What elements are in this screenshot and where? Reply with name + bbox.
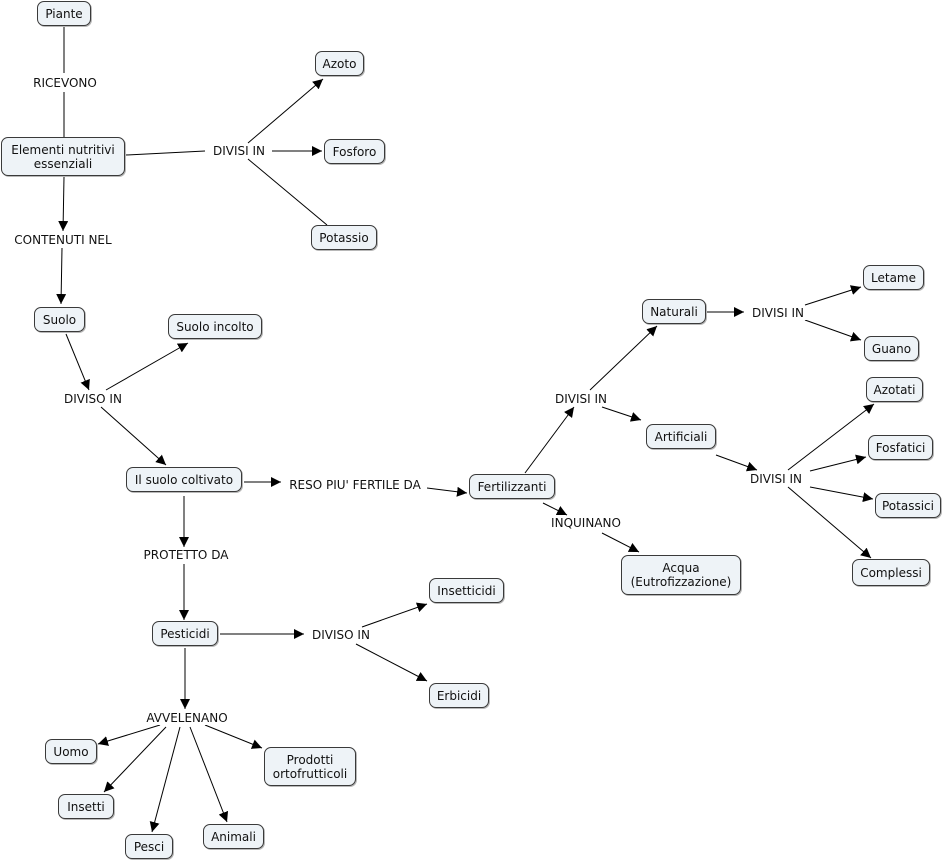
link-avvelenano-pesci xyxy=(149,726,181,833)
concept-acqua[interactable]: Acqua (Eutrofizzazione) xyxy=(621,555,741,595)
link-fertilizzanti-divisi xyxy=(524,406,575,474)
phrase-reso-piu-fertile-da: RESO PIU' FERTILE DA xyxy=(283,478,427,492)
link-divisi-complessi xyxy=(787,486,872,559)
phrase-contenuti-nel: CONTENUTI NEL xyxy=(9,233,117,247)
concept-elementi-nutritivi[interactable]: Elementi nutritivi essenziali xyxy=(1,137,125,176)
link-elementi-divisi xyxy=(125,150,206,156)
link-reso-fertilizzanti xyxy=(426,486,468,497)
link-divisi-artificiali xyxy=(601,406,642,422)
concept-naturali[interactable]: Naturali xyxy=(642,299,706,324)
link-diviso-erbicidi xyxy=(355,643,428,682)
concept-fertilizzanti[interactable]: Fertilizzanti xyxy=(469,474,555,499)
link-contenuti-suolo xyxy=(56,247,67,305)
link-divisi-potassio xyxy=(247,158,328,226)
concept-prodotti-ortofrutticoli[interactable]: Prodotti ortofrutticoli xyxy=(264,747,356,786)
concept-animali[interactable]: Animali xyxy=(203,824,264,849)
phrase-divisi-in-elementi: DIVISI IN xyxy=(206,144,272,158)
phrase-protetto-da: PROTETTO DA xyxy=(139,548,233,562)
link-avvelenano-animali xyxy=(189,726,229,823)
concept-insetticidi[interactable]: Insetticidi xyxy=(429,578,504,603)
concept-artificiali[interactable]: Artificiali xyxy=(646,424,716,449)
concept-suolo[interactable]: Suolo xyxy=(34,307,85,332)
link-avvelenano-insetti xyxy=(103,726,167,793)
concept-pesticidi[interactable]: Pesticidi xyxy=(152,621,218,646)
phrase-divisi-in-naturali: DIVISI IN xyxy=(745,306,811,320)
link-divisi-potassici xyxy=(809,486,874,503)
concept-erbicidi[interactable]: Erbicidi xyxy=(429,683,489,708)
link-divisi-naturali xyxy=(589,325,658,391)
phrase-avvelenano: AVVELENANO xyxy=(142,711,232,725)
link-inquinano-acqua xyxy=(601,532,640,553)
concept-guano[interactable]: Guano xyxy=(864,336,919,361)
concept-fosforo[interactable]: Fosforo xyxy=(324,139,385,164)
concept-potassici[interactable]: Potassici xyxy=(875,493,941,518)
concept-azotati[interactable]: Azotati xyxy=(866,377,923,402)
link-avvelenano-prodotti xyxy=(204,724,263,749)
concept-fosfatici[interactable]: Fosfatici xyxy=(868,435,933,460)
concept-uomo[interactable]: Uomo xyxy=(45,739,97,764)
link-diviso-insetticidi xyxy=(361,602,428,628)
link-divisi-letame xyxy=(804,285,862,306)
link-suolo-diviso xyxy=(65,333,90,391)
link-avvelenano-uomo xyxy=(97,724,161,746)
link-divisi-azotati xyxy=(787,403,875,471)
phrase-divisi-in-artificiali: DIVISI IN xyxy=(743,472,809,486)
concept-suolo-incolto[interactable]: Suolo incolto xyxy=(168,314,262,339)
link-divisi-fosfatici xyxy=(809,454,867,472)
link-divisi-azoto xyxy=(247,78,324,144)
concept-complessi[interactable]: Complessi xyxy=(852,559,930,586)
link-divisi-guano xyxy=(804,319,862,342)
concept-azoto[interactable]: Azoto xyxy=(315,51,364,76)
phrase-divisi-in-fertilizzanti: DIVISI IN xyxy=(548,392,614,406)
phrase-diviso-in-pesticidi: DIVISO IN xyxy=(305,628,377,642)
concept-potassio[interactable]: Potassio xyxy=(311,225,377,250)
concept-insetti[interactable]: Insetti xyxy=(58,794,114,819)
concept-letame[interactable]: Letame xyxy=(863,265,924,290)
phrase-inquinano: INQUINANO xyxy=(546,516,626,530)
link-fertilizzanti-inquinano xyxy=(542,502,568,516)
link-diviso-coltivato xyxy=(100,406,167,466)
link-diviso-incolto xyxy=(105,342,189,391)
concept-suolo-coltivato[interactable]: Il suolo coltivato xyxy=(126,467,242,492)
phrase-diviso-in-suolo: DIVISO IN xyxy=(57,392,129,406)
link-artificiali-divisi xyxy=(715,454,758,472)
link-elementi-contenuti xyxy=(58,176,69,232)
phrase-ricevono: RICEVONO xyxy=(29,76,101,90)
concept-pesci[interactable]: Pesci xyxy=(125,834,173,859)
concept-piante[interactable]: Piante xyxy=(37,1,91,26)
